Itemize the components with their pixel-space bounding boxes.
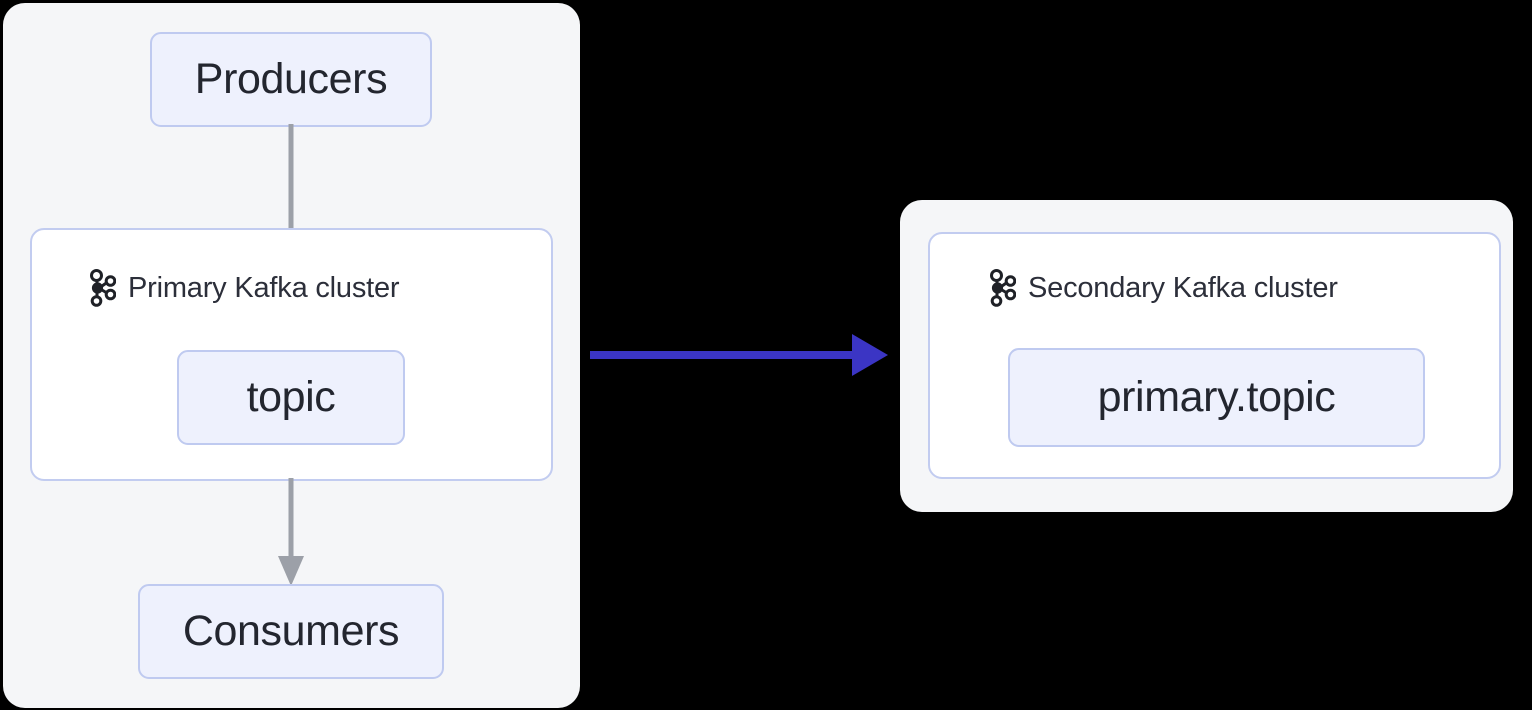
node-producers[interactable]: Producers [150, 32, 432, 127]
arrow-topic-to-consumers [278, 478, 304, 586]
arrow-primary-to-secondary-replication [590, 334, 888, 376]
node-topic[interactable]: topic [177, 350, 405, 445]
primary-cluster-label: Primary Kafka cluster [128, 272, 400, 304]
secondary-cluster-heading: Secondary Kafka cluster [988, 268, 1338, 308]
node-consumers[interactable]: Consumers [138, 584, 444, 679]
primary-cluster-heading: Primary Kafka cluster [88, 268, 400, 308]
kafka-icon [990, 269, 1016, 307]
secondary-cluster-label: Secondary Kafka cluster [1028, 272, 1338, 304]
kafka-icon [90, 269, 116, 307]
node-primary-topic[interactable]: primary.topic [1008, 348, 1425, 447]
